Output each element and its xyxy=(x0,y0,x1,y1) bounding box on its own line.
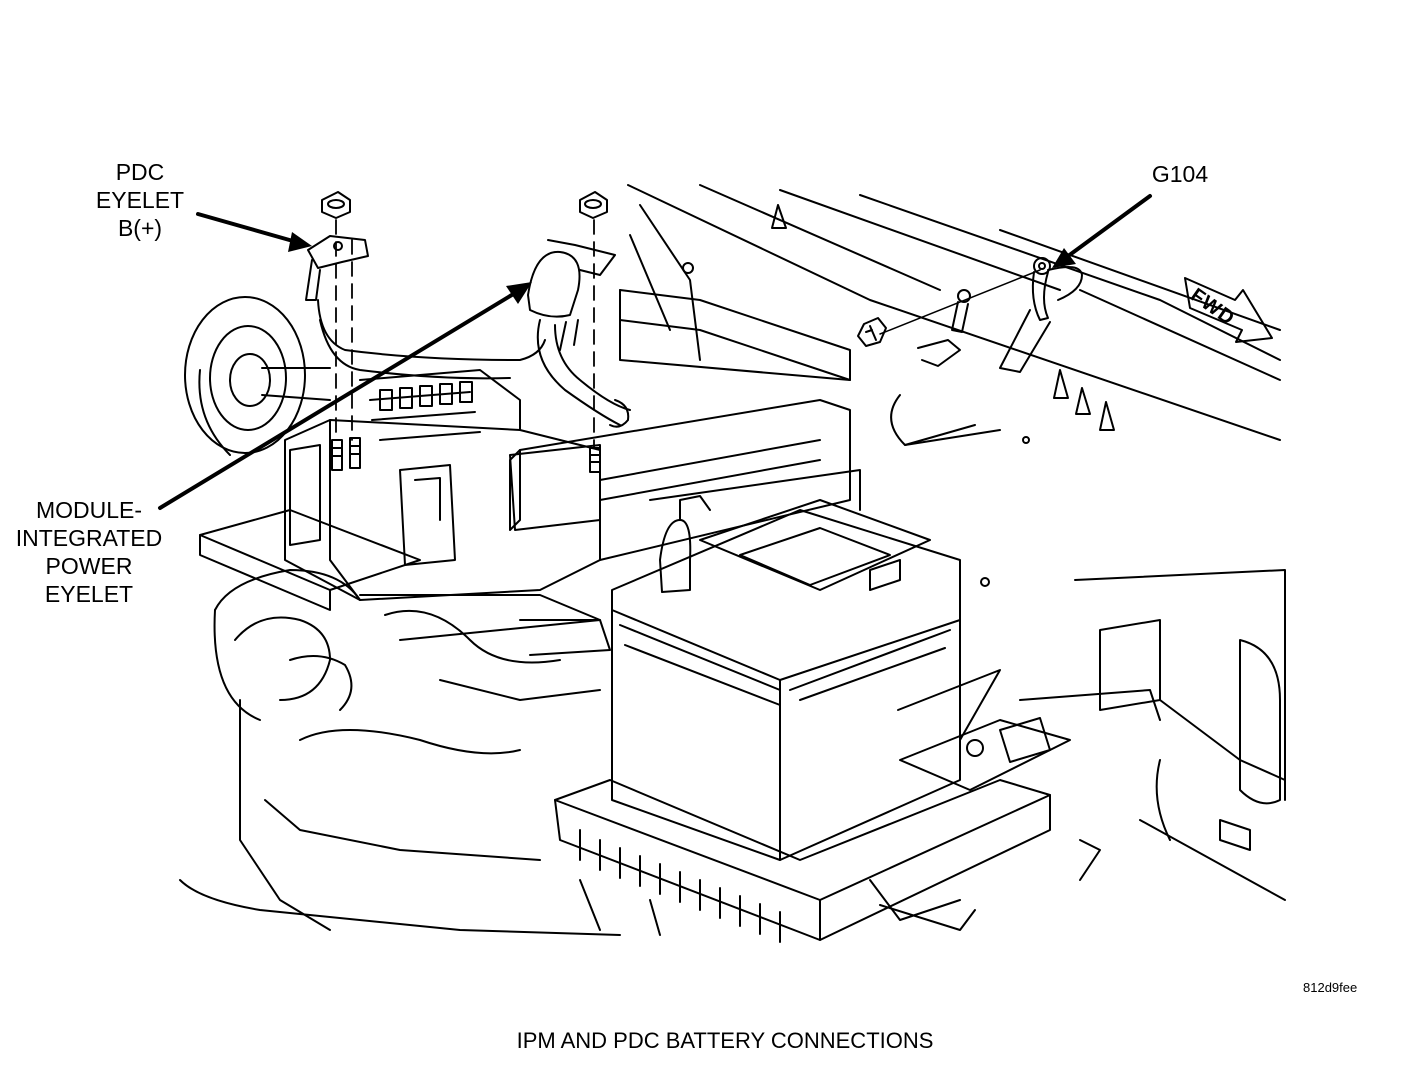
nuts xyxy=(321,191,608,219)
g104-ground xyxy=(857,257,1083,373)
battery xyxy=(611,495,1001,861)
figure-code: 812d9fee xyxy=(1303,980,1358,995)
strut-mount xyxy=(184,296,331,456)
pdc-eyelet-label: PDC EYELET B(+) xyxy=(95,159,185,241)
ipm-module xyxy=(199,369,611,664)
engine-hoses xyxy=(179,569,1101,936)
figure-caption: IPM AND PDC BATTERY CONNECTIONS xyxy=(516,1028,934,1053)
battery-tray-upper xyxy=(509,289,861,561)
fwd-arrow xyxy=(1184,277,1273,343)
pdc-eyelet-cable xyxy=(305,235,546,380)
module-eyelet-cable xyxy=(527,239,631,428)
body-panel xyxy=(627,184,1281,587)
battery-tray-lower xyxy=(554,779,1051,943)
g104-label: G104 xyxy=(1151,161,1209,187)
studs xyxy=(331,437,601,473)
right-components xyxy=(899,569,1286,901)
callout-arrowheads xyxy=(288,232,1076,304)
callout-arrows xyxy=(158,194,1152,510)
module-eyelet-label: MODULE- INTEGRATED POWER EYELET xyxy=(15,497,163,607)
